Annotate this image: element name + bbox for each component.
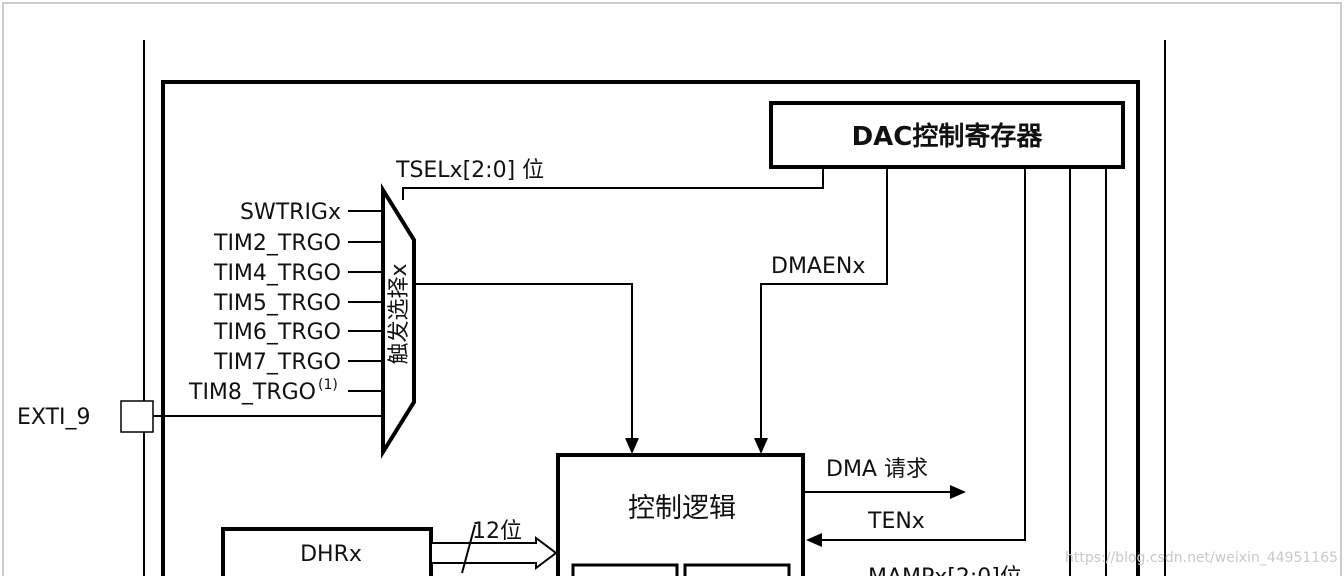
trigger-input-label: TIM5_TRGO	[213, 291, 341, 316]
trigger-input-label: TIM6_TRGO	[213, 320, 341, 345]
trigger-input-footnote: (1)	[318, 377, 338, 393]
dac-block-border	[161, 80, 1140, 576]
dma-request-arrowhead	[950, 485, 966, 499]
dmaen-arrowhead	[754, 438, 768, 454]
trigger-selector-label: 触发选择x	[387, 263, 412, 364]
watermark: https://blog.csdn.net/weixin_44951165	[1065, 550, 1338, 566]
bus-width-label: 12位	[472, 519, 522, 544]
dac-control-register-box	[769, 101, 1125, 169]
tsel-label: TSELx[2:0] 位	[395, 158, 544, 183]
mamp-label: MAMPx[2:0]位	[868, 565, 1022, 576]
dac-control-register-label: DAC控制寄存器	[852, 121, 1044, 152]
trigger-input-label: TIM4_TRGO	[213, 261, 341, 286]
trigger-selector	[381, 182, 416, 460]
bus-arrow	[430, 536, 558, 570]
ten-label: TENx	[867, 509, 925, 534]
ten-arrowhead	[806, 533, 822, 547]
dhr-label: DHRx	[300, 542, 362, 567]
trigger-input-label: SWTRIGx	[240, 200, 341, 225]
trigger-input-label: TIM2_TRGO	[213, 231, 341, 256]
trigger-input-label: TIM7_TRGO	[213, 350, 341, 375]
exti-label: EXTI_9	[17, 405, 91, 430]
trigger-output-arrowhead	[625, 438, 639, 454]
trigger-input-lines	[348, 210, 383, 392]
ten-line	[820, 167, 1026, 541]
control-logic-inner-right	[683, 563, 791, 576]
trigger-input-label: TIM8_TRGO	[188, 380, 316, 405]
tsel-line	[402, 167, 824, 200]
control-logic-inner-left	[571, 563, 679, 576]
control-logic-label: 控制逻辑	[628, 493, 736, 524]
dma-request-label: DMA 请求	[826, 457, 928, 482]
exti-pin	[120, 400, 154, 433]
bus-width-slash	[461, 524, 476, 574]
dmaen-label: DMAENx	[771, 254, 865, 279]
dmaen-line	[760, 167, 888, 440]
control-logic-box	[556, 453, 805, 576]
trigger-output-line	[414, 283, 633, 440]
